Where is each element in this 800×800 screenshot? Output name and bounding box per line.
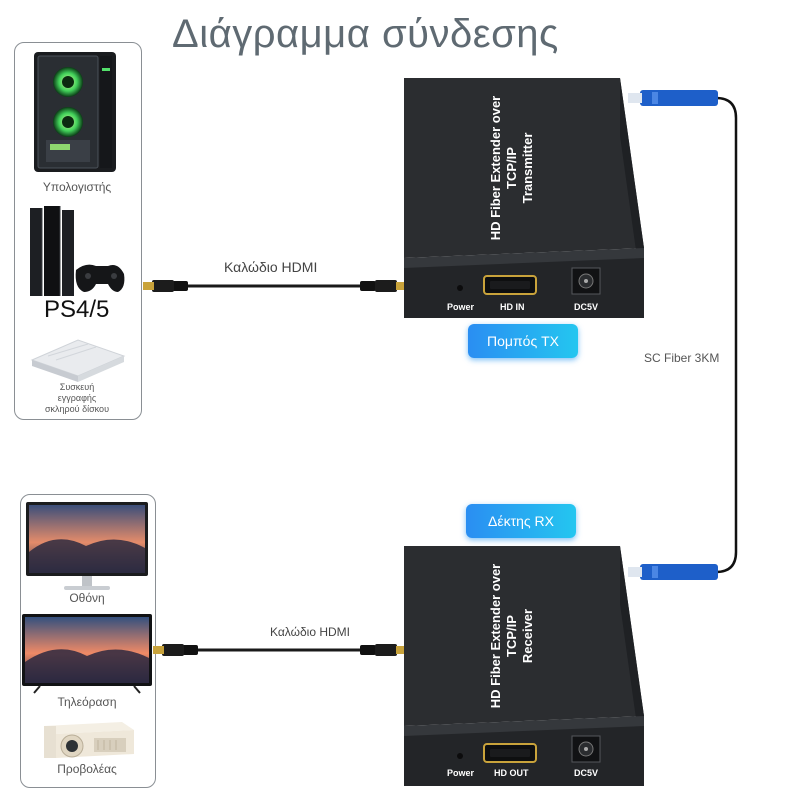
tx-brand-text: HD Fiber Extender over TCP/IP Transmitte… [488,88,535,248]
monitor-icon [26,502,148,590]
dvr-label-line3: σκληρού δίσκου [45,404,109,414]
tx-power-port-label: Power [447,302,475,312]
hdmi-cable-top [143,280,407,292]
rx-dc-port-label: DC5V [574,768,599,778]
transmitter-badge: Πομπός TX [468,324,578,358]
rx-hdmi-port-label: HD OUT [494,768,529,778]
projector-label: Προβολέας [57,762,117,776]
rx-brand-text: HD Fiber Extender over TCP/IP Receiver [488,556,535,716]
hdmi-cable-bottom [153,644,407,656]
tx-brand-line2: Transmitter [520,132,535,204]
fiber-cable-label: SC Fiber 3KM [644,351,720,365]
monitor-label: Οθόνη [69,591,105,605]
receiver-device [404,546,644,786]
game-console-icon [30,206,125,296]
dvr-icon [30,339,126,382]
tx-brand-line1: HD Fiber Extender over TCP/IP [488,95,519,241]
tv-icon [22,614,152,694]
projector-icon [44,722,134,758]
hdmi-cable-top-label: Καλώδιο HDMI [224,259,318,275]
tv-label: Τηλεόραση [57,695,117,709]
fiber-cable [628,90,738,580]
hdmi-cable-bottom-label: Καλώδιο HDMI [270,625,350,639]
dvr-label-line1: Συσκευή [59,382,95,392]
rx-brand-line1: HD Fiber Extender over TCP/IP [488,563,519,709]
rx-brand-line2: Receiver [520,608,535,664]
console-label: PS4/5 [44,296,110,323]
dvr-label-line2: εγγραφής [57,393,97,403]
tx-dc-port-label: DC5V [574,302,599,312]
diagram-title: Διάγραμμα σύνδεσης [172,12,559,56]
computer-tower-icon [34,52,116,172]
receiver-badge: Δέκτης RX [466,504,576,538]
tx-hdmi-port-label: HD IN [500,302,525,312]
transmitter-device [404,78,644,318]
computer-label: Υπολογιστής [42,180,112,194]
rx-power-port-label: Power [447,768,475,778]
